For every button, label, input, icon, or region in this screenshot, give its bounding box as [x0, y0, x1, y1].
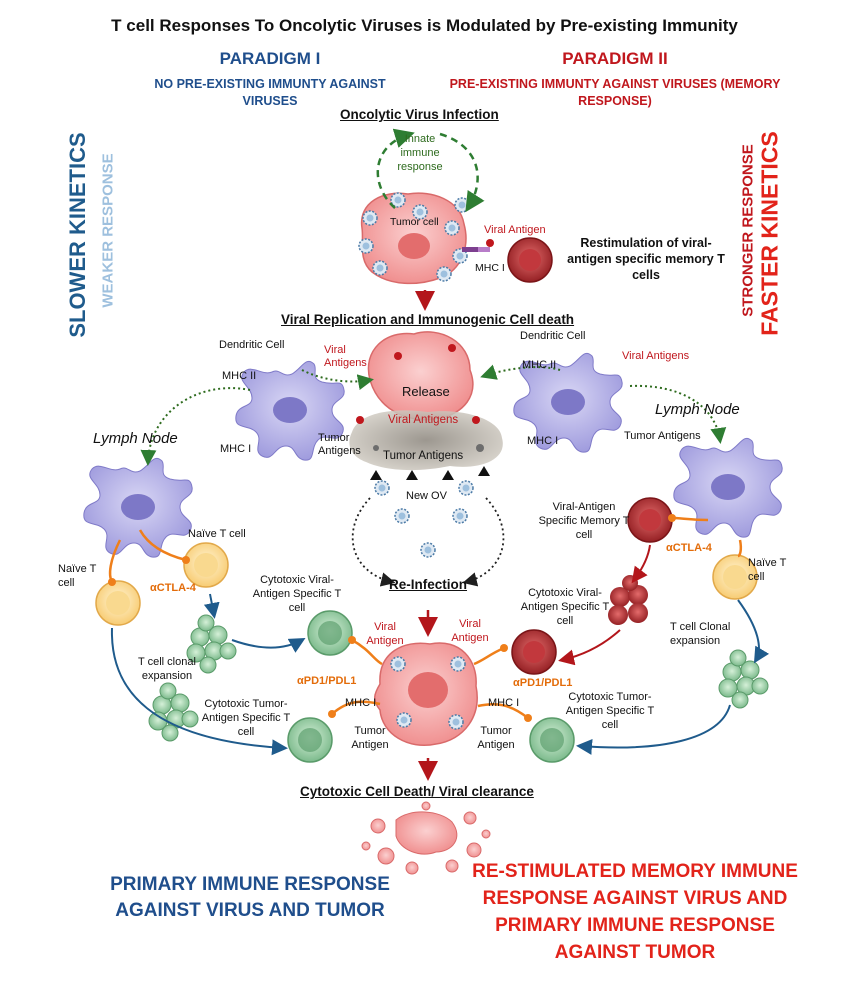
mhc2-label-right: MHC II — [522, 359, 557, 371]
viral-antigens-label-center: Viral Antigens — [388, 414, 459, 426]
tumor-antigen-label-bl: Tumor Antigen — [351, 725, 389, 751]
viral-antigens-label-left: Viral Antigens — [324, 344, 367, 369]
tumor-cell-label: Tumor cell — [390, 216, 439, 228]
tumor-antigens-label-right: Tumor Antigens — [624, 430, 701, 442]
dendritic-cell-label-right: Dendritic Cell — [520, 330, 586, 342]
cytotoxic-tumor-label-right: Cytotoxic Tumor-Antigen Specific T cell — [565, 691, 655, 731]
dying-tumor-cell — [349, 331, 503, 480]
fragmented-cell — [361, 801, 491, 875]
lymph-node-label-right: Lymph Node — [655, 401, 740, 418]
memory-cell-cluster — [608, 575, 648, 625]
paradigm2-heading: PARADIGM II — [562, 49, 668, 68]
innate-response-label: Innate immune response — [397, 133, 443, 173]
stage-reinfection: Re-Infection — [389, 577, 468, 592]
stage-clearance: Cytotoxic Cell Death/ Viral clearance — [300, 784, 534, 799]
memory-t-cell-label: Viral-Antigen Specific Memory T cell — [538, 501, 630, 541]
tumor-antigens-label-left: Tumor Antigens — [318, 432, 361, 457]
stage-infection: Oncolytic Virus Infection — [340, 107, 499, 122]
new-ov-label: New OV — [406, 490, 447, 502]
apd1-label-right: αPD1/PDL1 — [513, 677, 573, 689]
tumor-antigen-label-br: Tumor Antigen — [477, 725, 515, 751]
viral-antigen-label-top: Viral Antigen — [484, 224, 546, 236]
mhc1-label-br: MHC I — [488, 697, 520, 709]
naive-t-cell-label-left-2: Naïve T cell — [58, 563, 97, 589]
primary-response-summary: PRIMARY IMMUNE RESPONSE AGAINST VIRUS AN… — [110, 874, 390, 921]
stage-replication: Viral Replication and Immunogenic Cell d… — [281, 312, 575, 327]
restimulation-label: Restimulation of viral-antigen specific … — [567, 236, 725, 282]
left-side-sub: WEAKER RESPONSE — [99, 153, 117, 308]
paradigm1-subtitle: NO PRE-EXISTING IMMUNTY AGAINST VIRUSES — [154, 77, 386, 108]
naive-t-cell-label-right: Naïve T cell — [748, 557, 787, 583]
clonal-expansion-label-right: T cell Clonal expansion — [670, 621, 731, 647]
release-label: Release — [402, 384, 450, 399]
cytotoxic-tumor-label-left: Cytotoxic Tumor-Antigen Specific T cell — [201, 698, 291, 738]
page-title: T cell Responses To Oncolytic Viruses is… — [111, 16, 738, 35]
actla4-label-left: αCTLA-4 — [150, 582, 196, 594]
apd1-label-left: αPD1/PDL1 — [297, 675, 357, 687]
mhc2-label-left: MHC II — [222, 370, 257, 382]
naive-t-cell-label-left-1: Naïve T cell — [188, 528, 246, 540]
tumor-antigens-label-center: Tumor Antigens — [383, 450, 464, 462]
mhc1-label-right: MHC I — [527, 435, 559, 447]
right-side-sub: STRONGER RESPONSE — [739, 144, 757, 317]
viral-antigen-label-br: Viral Antigen — [451, 618, 489, 644]
mhc1-label-top: MHC I — [475, 262, 505, 274]
viral-antigens-label-right: Viral Antigens — [622, 350, 690, 362]
clonal-expansion-label-left: T cell clonal expansion — [138, 656, 196, 682]
lymph-node-label-left: Lymph Node — [93, 430, 178, 447]
dendritic-cell-label-left: Dendritic Cell — [219, 339, 285, 351]
cytotoxic-viral-label-left: Cytotoxic Viral-Antigen Specific T cell — [252, 574, 342, 614]
right-side-main: FASTER KINETICS — [756, 131, 783, 336]
paradigm1-heading: PARADIGM I — [219, 49, 321, 68]
memory-response-summary: RE-STIMULATED MEMORY IMMUNE RESPONSE AGA… — [472, 861, 798, 963]
left-side-main: SLOWER KINETICS — [65, 132, 90, 338]
mhc1-label-left: MHC I — [220, 443, 252, 455]
mhc1-label-bl: MHC I — [345, 697, 377, 709]
cytotoxic-viral-label-right: Cytotoxic Viral-Antigen Specific T cell — [520, 587, 610, 627]
actla4-label-right: αCTLA-4 — [666, 542, 712, 554]
paradigm2-subtitle: PRE-EXISTING IMMUNTY AGAINST VIRUSES (ME… — [449, 77, 781, 108]
viral-antigen-label-bl: Viral Antigen — [366, 621, 404, 647]
